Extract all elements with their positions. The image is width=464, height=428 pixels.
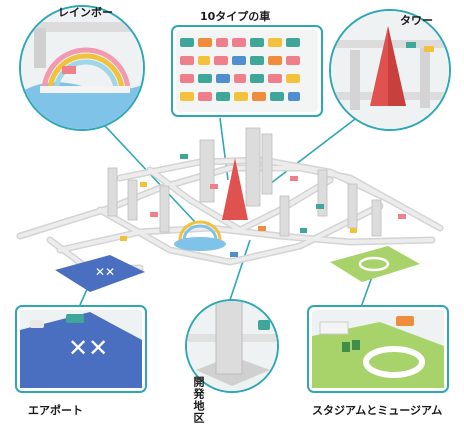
- stadium-museum-label: スタジアムとミュージアム: [312, 404, 443, 417]
- svg-text:✕✕: ✕✕: [68, 334, 108, 362]
- svg-text:✕✕: ✕✕: [95, 265, 115, 279]
- car-types-callout: [171, 25, 323, 117]
- airport-callout: ✕✕: [15, 305, 147, 393]
- dev-area-callout: [185, 299, 279, 393]
- rainbow-label: レインボー: [58, 6, 113, 19]
- tower-callout: [329, 9, 451, 131]
- central-diorama: ✕✕: [16, 127, 444, 292]
- airport-label: エアポート: [28, 404, 83, 417]
- stadium-callout: [307, 305, 449, 393]
- tower-label: タワー: [400, 14, 433, 27]
- rainbow-callout: [19, 5, 145, 131]
- ten-cars-label: 10タイプの車: [200, 10, 271, 23]
- dev-area-label: 開発地区: [192, 376, 205, 424]
